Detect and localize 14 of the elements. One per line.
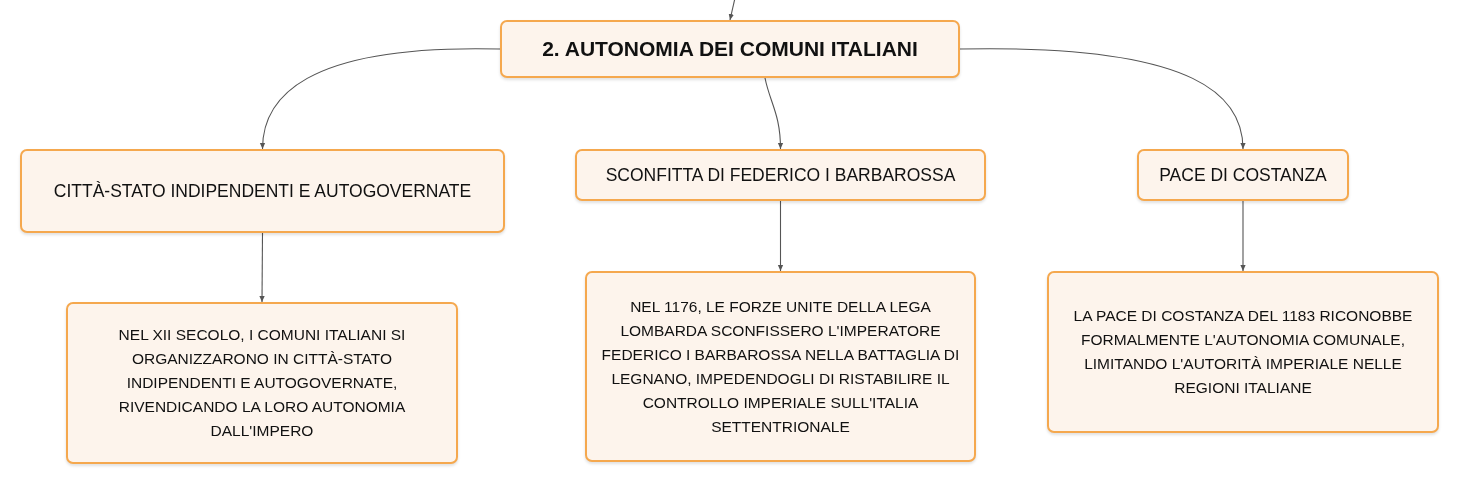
arrow	[260, 48, 501, 150]
title-box: 2. AUTONOMIA DEI COMUNI ITALIANI	[500, 20, 960, 78]
arrow	[259, 232, 265, 303]
arrow	[959, 48, 1246, 150]
topic-box: SCONFITTA DI FEDERICO I BARBAROSSA	[575, 149, 986, 201]
topic-box: PACE DI COSTANZA	[1137, 149, 1349, 201]
arrow	[764, 77, 783, 150]
detail-box: NEL 1176, LE FORZE UNITE DELLA LEGA LOMBARDA SCONFISSERO L'IMPERATORE FEDERICO I BARBAROSSA NELLA BATTAGLIA DI LEGNANO, IMPEDENDOGLI DI RISTABILIRE IL CONTROLLO IMPERIALE SULL'ITALIA SETTENTRIONALE	[585, 271, 976, 462]
detail-box: NEL XII SECOLO, I COMUNI ITALIANI SI ORGANIZZARONO IN CITTÀ-STATO INDIPENDENTI E AUTOGOVERNATE, RIVENDICANDO LA LORO AUTONOMIA DALL'IMPERO	[66, 302, 458, 464]
arrow	[1240, 200, 1246, 272]
topic-box: CITTÀ-STATO INDIPENDENTI E AUTOGOVERNATE	[20, 149, 505, 233]
arrow	[728, 0, 736, 21]
detail-box: LA PACE DI COSTANZA DEL 1183 RICONOBBE FORMALMENTE L'AUTONOMIA COMUNALE, LIMITANDO L'AUTORITÀ IMPERIALE NELLE REGIONI ITALIANE	[1047, 271, 1439, 433]
arrow	[777, 200, 784, 272]
